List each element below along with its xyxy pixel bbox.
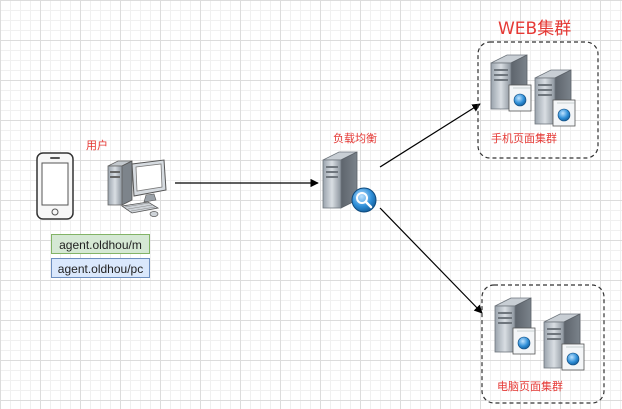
pc-url-box[interactable]: agent.oldhou/pc	[51, 258, 150, 278]
web-cluster-title: WEB集群	[498, 19, 572, 39]
user-label: 用户	[86, 139, 108, 152]
mobile-cluster-label: 手机页面集群	[491, 132, 557, 145]
web-server-icon[interactable]	[490, 54, 532, 112]
mobile-cluster-group[interactable]	[477, 41, 599, 159]
phone-icon[interactable]	[36, 152, 74, 220]
web-server-icon[interactable]	[534, 69, 576, 127]
pc-cluster-label: 电脑页面集群	[497, 380, 563, 393]
desktop-pc-icon[interactable]	[107, 159, 167, 217]
load-balancer-server-icon[interactable]	[322, 151, 377, 213]
web-server-icon[interactable]	[494, 297, 536, 355]
pc-cluster-group[interactable]	[481, 284, 605, 404]
load-balancer-label: 负载均衡	[333, 132, 377, 145]
edge-lb-to-pc-cluster	[379, 207, 483, 314]
edge-lb-to-mobile-cluster	[379, 103, 481, 168]
web-server-icon[interactable]	[543, 313, 585, 371]
mobile-url-box[interactable]: agent.oldhou/m	[51, 234, 150, 254]
